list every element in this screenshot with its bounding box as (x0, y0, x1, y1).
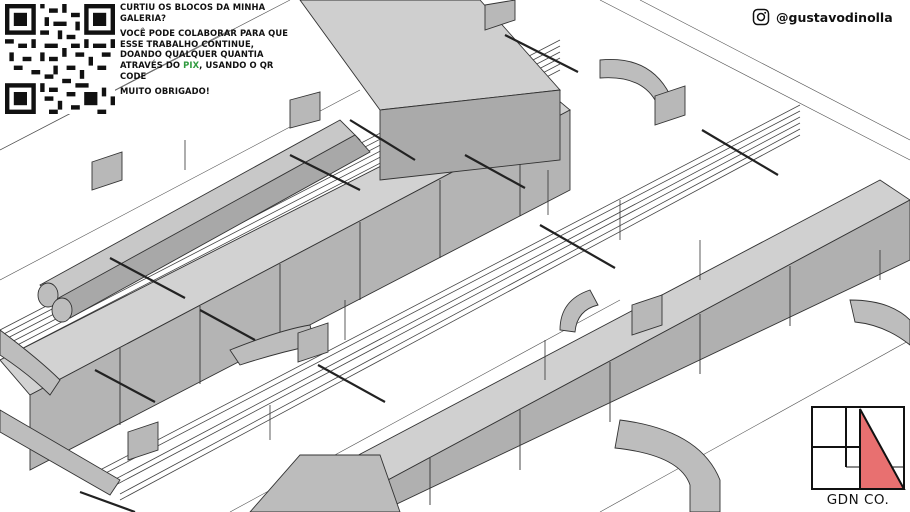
donation-body-part-1: VOCÊ PODE COLABORAR PARA QUE ESSE TRABAL… (120, 28, 289, 70)
donation-body-part-2: , USANDO O QR CODE (120, 59, 274, 81)
top-duct (299, 0, 561, 181)
diffuser-boxes (91, 0, 686, 461)
instagram-handle: @gustavodinolla (776, 9, 893, 25)
pix-qr-code (5, 4, 115, 114)
gdn-logo-mark (811, 406, 906, 490)
brand-name: GDN CO. (826, 492, 890, 508)
support-racks (79, 34, 779, 512)
instagram-handle-link[interactable]: @gustavodinolla (752, 6, 893, 28)
bottom-plenum (249, 454, 401, 512)
donation-message: CURTIU OS BLOCOS DA MINHA GALERIA? VOCÊ … (120, 2, 290, 102)
elbow-pipes (0, 59, 910, 512)
donation-question: CURTIU OS BLOCOS DA MINHA GALERIA? (120, 2, 266, 23)
donation-body: VOCÊ PODE COLABORAR PARA QUE ESSE TRABAL… (120, 28, 290, 81)
hanger-rods (184, 140, 881, 440)
pix-highlight: PIX (183, 59, 200, 70)
conduit-bundle-lower (99, 104, 801, 501)
instagram-icon (752, 8, 770, 26)
round-pipes-upper (37, 119, 371, 323)
donation-thanks: MUITO OBRIGADO! (120, 86, 210, 97)
